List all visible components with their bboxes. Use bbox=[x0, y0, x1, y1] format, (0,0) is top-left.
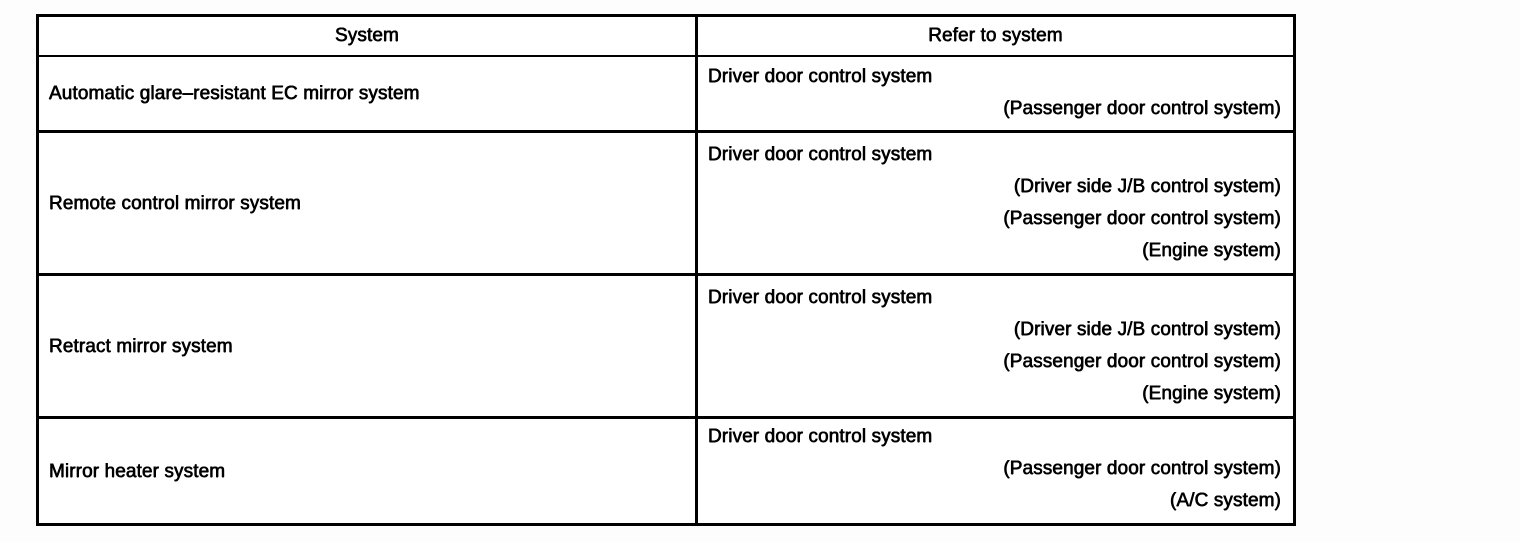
refer-primary-line: Driver door control system bbox=[708, 144, 933, 165]
refer-primary-line: Driver door control system bbox=[708, 426, 933, 447]
refer-sub-line: (Driver side J/B control system) bbox=[1013, 176, 1281, 197]
refer-sub-line: (Passenger door control system) bbox=[1003, 208, 1281, 229]
cell-system-name: Automatic glare–resistant EC mirror syst… bbox=[39, 57, 698, 130]
system-name-label: Retract mirror system bbox=[49, 335, 233, 357]
refer-line-group: Driver door control system (Driver side … bbox=[708, 282, 1281, 410]
system-name-label: Automatic glare–resistant EC mirror syst… bbox=[49, 83, 420, 104]
system-reference-table: System Refer to system Automatic glare–r… bbox=[36, 14, 1296, 526]
refer-sub-line: (A/C system) bbox=[1170, 490, 1281, 511]
column-header-system: System bbox=[335, 25, 399, 46]
table-row: Remote control mirror system Driver door… bbox=[39, 133, 1293, 276]
column-header-refer-cell: Refer to system bbox=[698, 17, 1293, 55]
refer-sub-line: (Engine system) bbox=[1142, 383, 1281, 404]
column-header-refer-to-system: Refer to system bbox=[928, 25, 1063, 46]
refer-line-group: Driver door control system (Passenger do… bbox=[708, 61, 1281, 125]
refer-sub-line: (Engine system) bbox=[1142, 240, 1281, 261]
refer-sub-line: (Driver side J/B control system) bbox=[1013, 319, 1281, 340]
cell-refer-to-system: Driver door control system (Driver side … bbox=[698, 133, 1293, 273]
table-row: Mirror heater system Driver door control… bbox=[39, 419, 1293, 523]
cell-system-name: Retract mirror system bbox=[39, 276, 698, 416]
refer-line-group: Driver door control system (Passenger do… bbox=[708, 421, 1281, 517]
refer-primary-line: Driver door control system bbox=[708, 287, 933, 308]
table-header-row: System Refer to system bbox=[39, 17, 1293, 57]
cell-system-name: Remote control mirror system bbox=[39, 133, 698, 273]
system-name-label: Mirror heater system bbox=[49, 460, 226, 482]
refer-sub-line: (Passenger door control system) bbox=[1003, 351, 1281, 372]
refer-line-group: Driver door control system (Driver side … bbox=[708, 139, 1281, 267]
system-name-label: Remote control mirror system bbox=[49, 192, 301, 214]
table-row: Automatic glare–resistant EC mirror syst… bbox=[39, 57, 1293, 133]
cell-refer-to-system: Driver door control system (Passenger do… bbox=[698, 57, 1293, 130]
refer-sub-line: (Passenger door control system) bbox=[1003, 97, 1281, 119]
column-header-system-cell: System bbox=[39, 17, 698, 55]
refer-sub-line: (Passenger door control system) bbox=[1003, 458, 1281, 479]
cell-refer-to-system: Driver door control system (Passenger do… bbox=[698, 419, 1293, 523]
table-row: Retract mirror system Driver door contro… bbox=[39, 276, 1293, 419]
refer-primary-line: Driver door control system bbox=[708, 65, 933, 87]
cell-refer-to-system: Driver door control system (Driver side … bbox=[698, 276, 1293, 416]
cell-system-name: Mirror heater system bbox=[39, 419, 698, 523]
